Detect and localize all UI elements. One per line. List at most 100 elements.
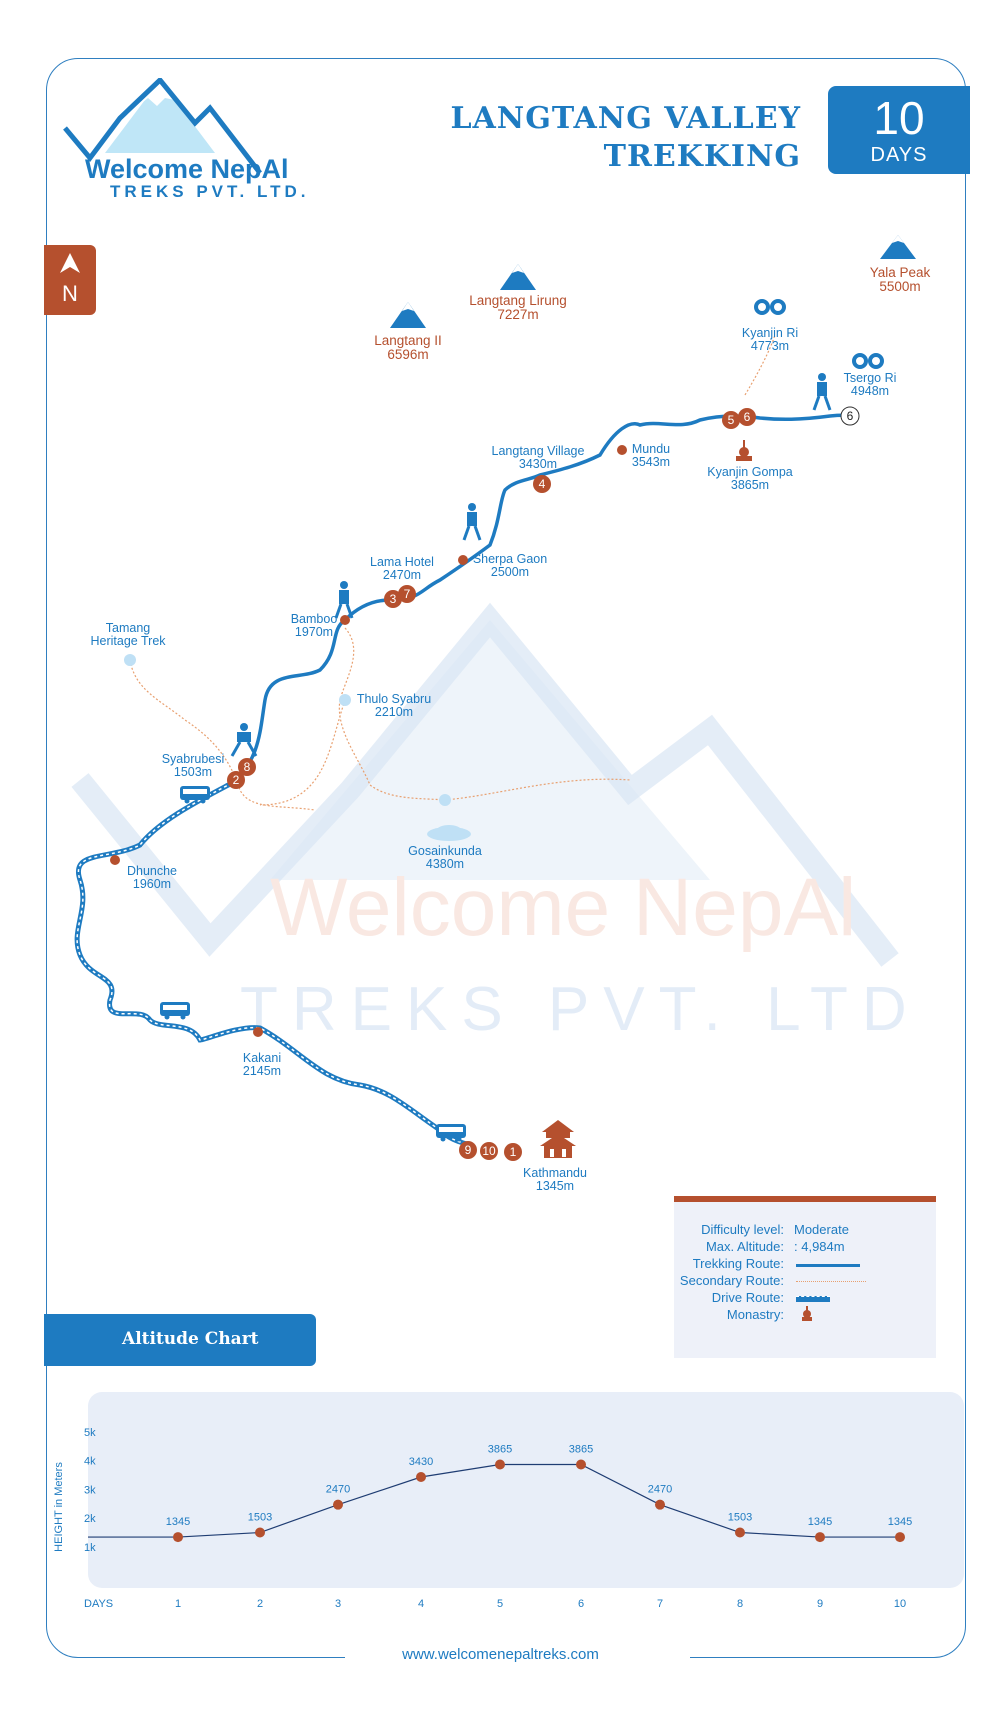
svg-text:6: 6	[847, 409, 854, 423]
data-label: 1503	[248, 1512, 272, 1524]
svg-text:9: 9	[465, 1143, 472, 1157]
legend-key: Difficulty level:	[701, 1222, 784, 1237]
hiker-icon	[812, 373, 832, 411]
legend-drive-line	[796, 1296, 830, 1302]
footer-url[interactable]: www.welcomenepaltreks.com	[402, 1646, 599, 1663]
y-tick-label: 1k	[84, 1542, 96, 1554]
legend-secondary-line	[796, 1281, 866, 1282]
x-tick-label: 8	[737, 1598, 743, 1610]
days-label: DAYS	[870, 144, 928, 166]
svg-text:6: 6	[744, 410, 751, 424]
svg-text:7: 7	[404, 587, 411, 601]
data-label: 1345	[888, 1516, 912, 1528]
y-tick-label: 4k	[84, 1456, 96, 1468]
data-point	[895, 1532, 905, 1543]
legend-key: Drive Route:	[711, 1290, 784, 1305]
days-number: 10	[873, 92, 925, 144]
legend-key: Secondary Route:	[679, 1273, 784, 1288]
data-point	[735, 1527, 745, 1538]
data-point	[416, 1472, 426, 1483]
legend-value: : 4,984m	[794, 1239, 845, 1254]
bus-icon	[160, 1002, 190, 1020]
altitude-chart-header: Altitude Chart	[44, 1314, 316, 1366]
chart-background	[88, 1392, 964, 1588]
map-legend: Difficulty level: Moderate Max. Altitude…	[674, 1196, 936, 1358]
langtang-lirung-icon	[500, 264, 536, 290]
x-tick-label: 4	[418, 1598, 424, 1610]
data-point	[333, 1499, 343, 1510]
footer-gap	[345, 1652, 690, 1666]
bus-icon	[436, 1124, 466, 1142]
x-tick-label: 9	[817, 1598, 823, 1610]
y-tick-label: 3k	[84, 1484, 96, 1496]
legend-key: Max. Altitude:	[705, 1239, 784, 1254]
title-line-1: LANGTANG VALLEY	[450, 101, 801, 136]
legend-key: Trekking Route:	[692, 1256, 784, 1271]
data-label: 1345	[808, 1516, 832, 1528]
data-label: 1345	[166, 1516, 190, 1528]
x-tick-label: 10	[894, 1598, 906, 1610]
data-label: 2470	[326, 1484, 350, 1496]
legend-value: Moderate	[794, 1222, 849, 1237]
data-label: 1503	[728, 1512, 752, 1524]
watermark-logo: Welcome NepAl TREKS PVT. LTD.	[71, 602, 910, 1044]
logo-subtitle: TREKS PVT. LTD.	[110, 182, 310, 201]
days-badge: 10 DAYS	[828, 86, 970, 174]
secondary-routes	[129, 334, 776, 811]
logo-mountain-icon	[63, 78, 262, 175]
svg-text:4: 4	[539, 477, 546, 491]
legend-key: Monastry:	[726, 1307, 784, 1322]
y-tick-label: 2k	[84, 1513, 96, 1525]
svg-text:10: 10	[482, 1144, 496, 1158]
x-tick-label: 3	[335, 1598, 341, 1610]
data-point	[576, 1459, 586, 1470]
logo-name: Welcome NepAl	[85, 154, 289, 184]
data-label: 3430	[409, 1456, 433, 1468]
x-tick-label: 7	[657, 1598, 663, 1610]
data-label: 2470	[648, 1484, 672, 1496]
data-point	[655, 1499, 665, 1510]
x-tick-label: 6	[578, 1598, 584, 1610]
data-point	[255, 1527, 265, 1538]
monastery-icon	[736, 440, 752, 461]
data-label: 3865	[488, 1443, 512, 1455]
watermark-sub: TREKS PVT. LTD.	[240, 975, 910, 1044]
legend-trek-line	[796, 1264, 860, 1267]
binoculars-icon	[852, 353, 884, 369]
x-tick-label: 5	[497, 1598, 503, 1610]
data-point	[173, 1532, 183, 1543]
map-points	[110, 445, 627, 1037]
langtang-ii-icon	[390, 302, 426, 328]
compass-label: N	[62, 281, 78, 306]
yala-peak-icon	[880, 235, 916, 259]
y-tick-label: 5k	[84, 1427, 96, 1439]
hiker-icon	[462, 503, 482, 541]
drive-route	[74, 780, 471, 1148]
lake-icon	[427, 825, 471, 841]
x-axis-label: DAYS	[84, 1598, 113, 1610]
north-arrow-icon	[60, 253, 80, 273]
x-tick-label: 1	[175, 1598, 181, 1610]
altitude-chart-title: Altitude Chart	[122, 1329, 259, 1349]
monastery-icon	[802, 1306, 812, 1321]
page-title: LANGTANG VALLEY TREKKING	[450, 100, 801, 176]
series-line	[88, 1463, 900, 1538]
watermark-name: Welcome NepAl	[270, 862, 856, 953]
data-point	[495, 1459, 505, 1470]
compass: N	[44, 245, 96, 315]
